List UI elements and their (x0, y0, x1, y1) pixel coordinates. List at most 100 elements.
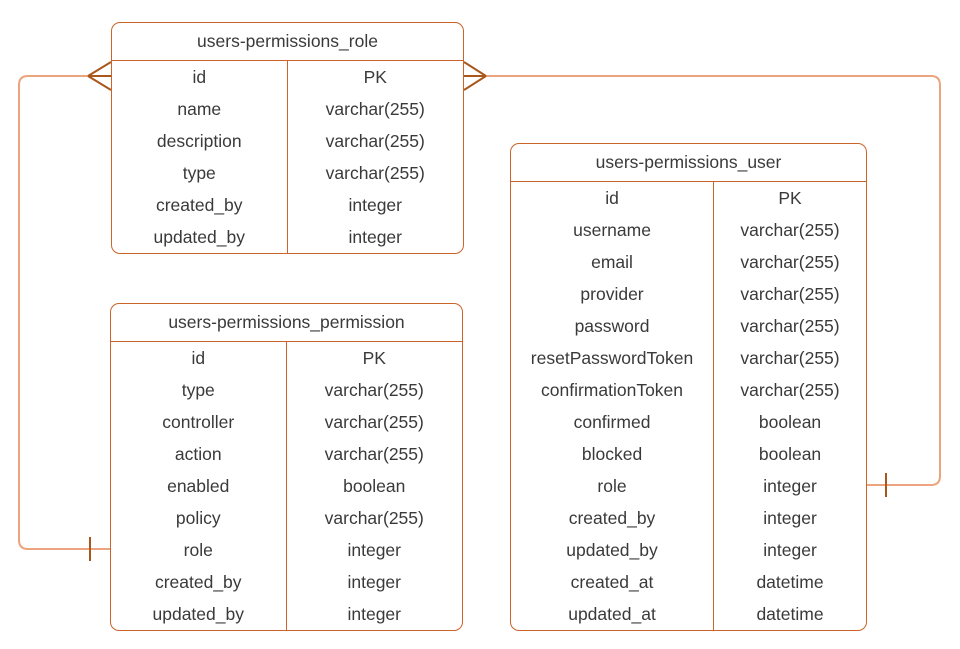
field-row: updated_by integer (112, 221, 463, 253)
field-type: varchar(255) (325, 99, 425, 119)
field-row: policy varchar(255) (111, 502, 462, 534)
field-row: description varchar(255) (112, 125, 463, 157)
field-row: controller varchar(255) (111, 406, 462, 438)
field-type: PK (362, 348, 386, 368)
field-name: created_by (112, 189, 288, 221)
table-title: users-permissions_permission (111, 304, 462, 342)
field-type: varchar(255) (740, 252, 840, 272)
field-name: resetPasswordToken (511, 342, 715, 374)
crowsfoot-many-icon (463, 61, 487, 91)
field-name: password (511, 310, 715, 342)
table-body: id PK name varchar(255) description varchar(2… (112, 61, 463, 253)
table-title: users-permissions_user (511, 144, 866, 182)
field-type: boolean (758, 444, 822, 464)
entity-table-users-permissions-permission: users-permissions_permission id PK type var… (110, 303, 463, 631)
field-row: role integer (111, 534, 462, 566)
field-name: role (111, 534, 287, 566)
field-name: updated_by (111, 598, 287, 630)
field-name: role (511, 470, 715, 502)
field-row: updated_by integer (111, 598, 462, 630)
edge-role-permission-line (18, 75, 111, 550)
field-name: username (511, 214, 715, 246)
field-type: varchar(255) (324, 380, 424, 400)
field-row: updated_at datetime (511, 598, 866, 630)
field-name: id (511, 182, 715, 214)
field-type: boolean (343, 476, 406, 496)
field-name: created_by (111, 566, 287, 598)
field-type: integer (347, 604, 401, 624)
field-name: policy (111, 502, 287, 534)
field-type: integer (763, 540, 817, 560)
edge-role-permission (18, 61, 112, 561)
field-type: varchar(255) (324, 444, 424, 464)
field-name: enabled (111, 470, 287, 502)
field-name: type (111, 374, 287, 406)
field-name: confirmationToken (511, 374, 715, 406)
field-name: description (112, 125, 288, 157)
field-row: created_by integer (511, 502, 866, 534)
crowsfoot-many-icon (87, 61, 112, 91)
field-row: id PK (111, 342, 462, 374)
field-type: varchar(255) (740, 348, 840, 368)
field-type: varchar(255) (740, 284, 840, 304)
field-type: integer (348, 195, 402, 215)
field-row: action varchar(255) (111, 438, 462, 470)
table-body: id PK type varchar(255) controller varchar(25… (111, 342, 462, 630)
table-title: users-permissions_role (112, 23, 463, 61)
field-name: controller (111, 406, 287, 438)
field-row: username varchar(255) (511, 214, 866, 246)
field-name: email (511, 246, 715, 278)
field-name: updated_by (112, 221, 288, 253)
field-type: varchar(255) (324, 412, 424, 432)
entity-table-users-permissions-user: users-permissions_user id PK username varch… (510, 143, 867, 631)
field-type: varchar(255) (325, 131, 425, 151)
field-type: integer (347, 572, 401, 592)
table-body: id PK username varchar(255) email varchar(255… (511, 182, 866, 630)
field-row: id PK (511, 182, 866, 214)
field-name: id (111, 342, 287, 374)
field-name: name (112, 93, 288, 125)
field-row: created_by integer (112, 189, 463, 221)
field-type: integer (348, 227, 402, 247)
field-row: created_by integer (111, 566, 462, 598)
field-row: blocked boolean (511, 438, 866, 470)
field-type: PK (778, 188, 802, 208)
field-name: created_at (511, 566, 715, 598)
field-type: PK (363, 67, 387, 87)
entity-table-users-permissions-role: users-permissions_role id PK name varchar(2… (111, 22, 464, 254)
field-type: integer (347, 540, 401, 560)
field-name: action (111, 438, 287, 470)
field-row: name varchar(255) (112, 93, 463, 125)
field-row: created_at datetime (511, 566, 866, 598)
field-type: boolean (758, 412, 822, 432)
field-name: blocked (511, 438, 715, 470)
field-type: integer (763, 508, 817, 528)
field-row: type varchar(255) (111, 374, 462, 406)
field-type: varchar(255) (740, 380, 840, 400)
field-row: email varchar(255) (511, 246, 866, 278)
field-type: datetime (756, 572, 824, 592)
field-name: id (112, 61, 288, 93)
field-name: confirmed (511, 406, 715, 438)
field-row: updated_by integer (511, 534, 866, 566)
field-row: password varchar(255) (511, 310, 866, 342)
field-type: varchar(255) (740, 316, 840, 336)
field-name: created_by (511, 502, 715, 534)
field-type: varchar(255) (325, 163, 425, 183)
field-type: varchar(255) (740, 220, 840, 240)
field-name: type (112, 157, 288, 189)
field-row: resetPasswordToken varchar(255) (511, 342, 866, 374)
field-row: enabled boolean (111, 470, 462, 502)
field-row: type varchar(255) (112, 157, 463, 189)
field-row: role integer (511, 470, 866, 502)
field-row: confirmed boolean (511, 406, 866, 438)
field-row: id PK (112, 61, 463, 93)
field-row: confirmationToken varchar(255) (511, 374, 866, 406)
field-type: integer (763, 476, 817, 496)
field-name: updated_at (511, 598, 715, 630)
field-name: updated_by (511, 534, 715, 566)
field-type: varchar(255) (324, 508, 424, 528)
field-type: datetime (756, 604, 824, 624)
